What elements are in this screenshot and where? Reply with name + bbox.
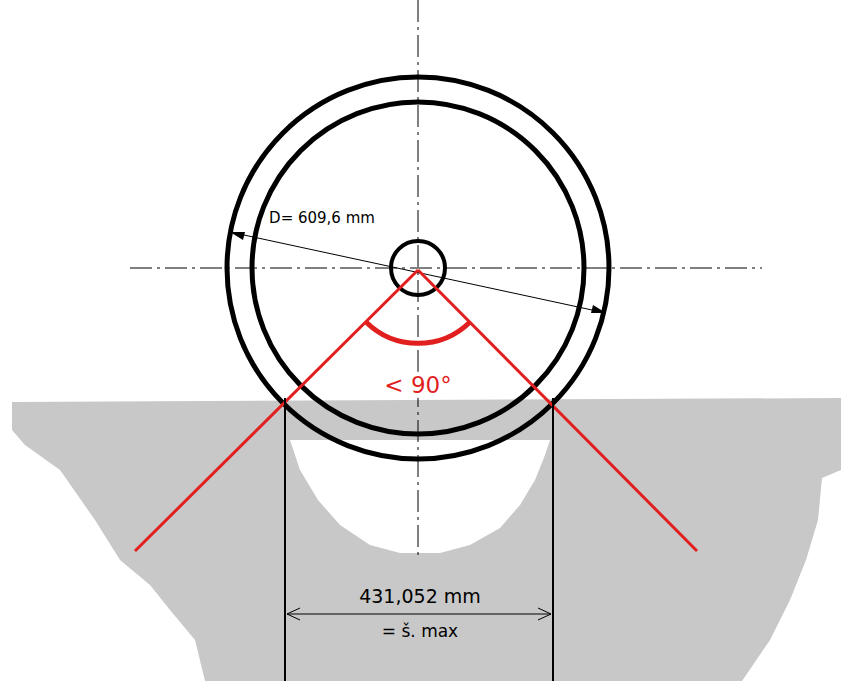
angle-label: < 90° — [382, 372, 453, 398]
dimension-label: 431,052 mm — [357, 586, 483, 608]
width-dimension — [287, 608, 551, 620]
angle-lines — [135, 270, 697, 551]
extension-lines — [285, 398, 553, 681]
ground-area — [12, 398, 841, 681]
diameter-dimension — [230, 232, 606, 313]
diameter-label: D= 609,6 mm — [267, 210, 377, 227]
center-lines — [130, 0, 762, 560]
dimension-note: = š. max — [380, 622, 460, 642]
